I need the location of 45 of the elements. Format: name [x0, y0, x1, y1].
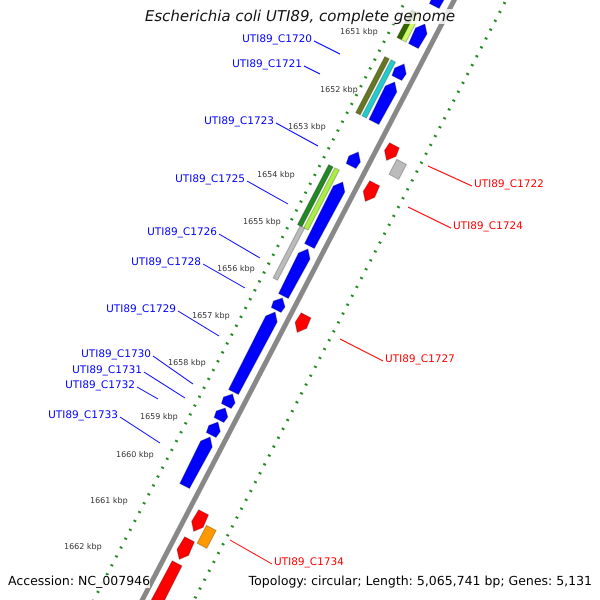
- gene-label: UTI89_C1729: [106, 304, 176, 314]
- footer-note: Topology: circular; Length: 5,065,741 bp; Genes: 5,131: [248, 575, 592, 588]
- gene-label: UTI89_C1727: [385, 354, 455, 364]
- position-label: 1654 kbp: [257, 171, 295, 179]
- leader-line: [428, 166, 472, 186]
- gene-label: UTI89_C1724: [453, 221, 523, 232]
- position-label: 1651 kbp: [340, 28, 378, 36]
- position-label: 1652 kbp: [320, 86, 358, 94]
- position-label: 1657 kbp: [192, 312, 230, 320]
- leader-line: [304, 66, 320, 74]
- gene-label: UTI89_C1731: [72, 365, 142, 376]
- gene-label: UTI89_C1721: [232, 59, 302, 70]
- leader-line: [136, 386, 158, 400]
- position-label: 1655 kbp: [243, 218, 281, 226]
- leader-line: [202, 264, 246, 288]
- gene-label: UTI89_C1730: [81, 349, 151, 360]
- gene-label: UTI89_C1723: [204, 116, 274, 126]
- gene-label: UTI89_C1722: [474, 179, 544, 190]
- position-label: 1656 kbp: [217, 265, 255, 273]
- gene-label: UTI89_C1734: [274, 557, 344, 568]
- leader-line: [246, 180, 288, 204]
- leader-line: [230, 540, 272, 564]
- gene-label: UTI89_C1726: [147, 227, 217, 238]
- leader-line: [178, 310, 220, 336]
- leader-line: [340, 338, 384, 362]
- leader-line: [144, 372, 186, 398]
- position-label: 1658 kbp: [168, 359, 206, 367]
- leader-line: [218, 234, 260, 258]
- gene-label: UTI89_C1732: [65, 380, 135, 390]
- gene-label: UTI89_C1728: [131, 257, 201, 268]
- position-label: 1661 kbp: [90, 497, 128, 505]
- position-label: 1660 kbp: [116, 451, 154, 459]
- leader-line: [152, 356, 194, 384]
- position-label: 1662 kbp: [64, 543, 102, 551]
- gene-label: UTI89_C1725: [175, 174, 245, 184]
- leader-line: [120, 416, 160, 444]
- position-label: 1653 kbp: [288, 123, 326, 131]
- leader-line: [314, 40, 340, 54]
- leader-line: [408, 206, 452, 228]
- gene-label: UTI89_C1733: [48, 410, 118, 420]
- footer-note: Accession: NC_007946: [8, 575, 150, 588]
- title: Escherichia coli UTI89, complete genome: [144, 9, 456, 24]
- leader-line: [276, 122, 318, 146]
- gene-label: UTI89_C1720: [242, 34, 312, 44]
- position-label: 1659 kbp: [140, 413, 178, 421]
